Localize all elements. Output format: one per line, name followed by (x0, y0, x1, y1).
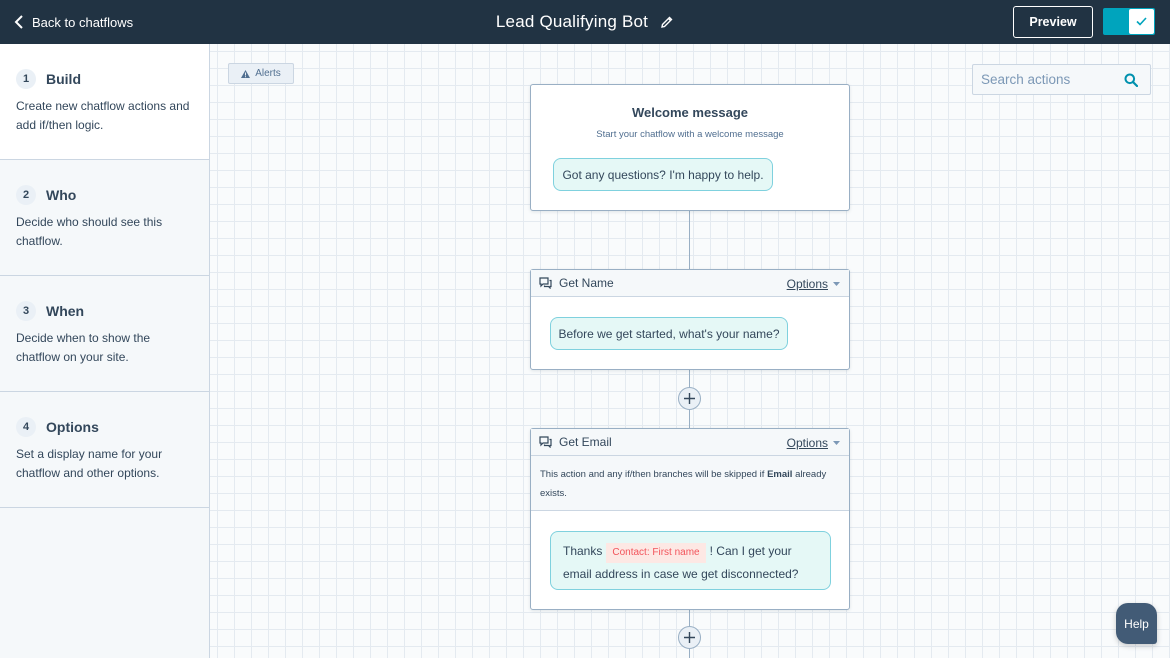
step-title: Build (46, 71, 81, 87)
card-header: Get Email Options (531, 429, 849, 456)
step-options[interactable]: 4 Options Set a display name for your ch… (0, 392, 209, 508)
step-number: 3 (16, 301, 36, 321)
title-area: Lead Qualifying Bot (0, 0, 1170, 44)
step-title: Who (46, 187, 77, 203)
get-name-card[interactable]: Get Name Options Before we get started, … (530, 269, 850, 370)
back-to-chatflows-link[interactable]: Back to chatflows (14, 0, 133, 44)
step-title: When (46, 303, 85, 319)
chevron-left-icon (14, 15, 23, 29)
step-description: Decide when to show the chatflow on your… (16, 331, 151, 364)
plus-icon (684, 632, 695, 643)
steps-sidebar: 1 Build Create new chatflow actions and … (0, 44, 210, 658)
skip-note-field: Email (767, 469, 793, 480)
chat-icon (539, 277, 552, 289)
page-title: Lead Qualifying Bot (495, 12, 649, 31)
back-label: Back to chatflows (32, 14, 134, 30)
chat-icon (539, 436, 552, 448)
step-description: Set a display name for your chatflow and… (16, 447, 163, 480)
step-number: 1 (16, 69, 36, 89)
options-label: Options (786, 276, 828, 291)
step-number: 4 (16, 417, 36, 437)
options-dropdown[interactable]: Options (787, 270, 840, 297)
preview-button[interactable]: Preview (1013, 6, 1093, 38)
caret-down-icon (833, 440, 840, 445)
add-action-button[interactable] (678, 387, 701, 410)
add-action-button[interactable] (678, 626, 701, 649)
welcome-subtitle: Start your chatflow with a welcome messa… (596, 129, 784, 140)
caret-down-icon (833, 281, 840, 286)
step-description: Decide who should see this chatflow. (16, 215, 163, 248)
step-title: Options (46, 419, 99, 435)
publish-toggle[interactable] (1103, 8, 1155, 35)
skip-note: This action and any if/then branches wil… (531, 456, 849, 511)
welcome-message-card[interactable]: Welcome message Start your chatflow with… (530, 84, 850, 211)
search-input[interactable] (973, 65, 1121, 94)
step-who[interactable]: 2 Who Decide who should see this chatflo… (0, 160, 209, 276)
search-icon[interactable] (1124, 73, 1138, 87)
step-build[interactable]: 1 Build Create new chatflow actions and … (0, 44, 209, 160)
plus-icon (684, 393, 695, 404)
connector-line (689, 211, 690, 269)
top-bar: Back to chatflows Lead Qualifying Bot Pr… (0, 0, 1170, 44)
check-icon (1136, 17, 1147, 26)
get-email-card[interactable]: Get Email Options This action and any if… (530, 428, 850, 610)
step-description: Create new chatflow actions and add if/t… (16, 99, 190, 132)
alerts-label: Alerts (255, 68, 281, 79)
warning-icon (241, 69, 251, 78)
help-button[interactable]: Help (1116, 603, 1157, 644)
card-title: Get Name (559, 276, 614, 290)
search-actions (972, 64, 1151, 95)
card-title: Get Email (559, 435, 612, 449)
welcome-title: Welcome message (631, 105, 749, 120)
card-header: Get Name Options (531, 270, 849, 297)
personalization-token[interactable]: Contact: First name (606, 543, 706, 563)
options-dropdown[interactable]: Options (787, 429, 840, 456)
alerts-button[interactable]: Alerts (228, 63, 294, 84)
pencil-icon[interactable] (660, 15, 674, 29)
step-number: 2 (16, 185, 36, 205)
toggle-knob (1129, 9, 1154, 34)
welcome-bubble[interactable]: Got any questions? I'm happy to help. (553, 158, 773, 191)
step-when[interactable]: 3 When Decide when to show the chatflow … (0, 276, 209, 392)
options-label: Options (786, 435, 828, 450)
get-name-bubble[interactable]: Before we get started, what's your name? (550, 317, 788, 350)
